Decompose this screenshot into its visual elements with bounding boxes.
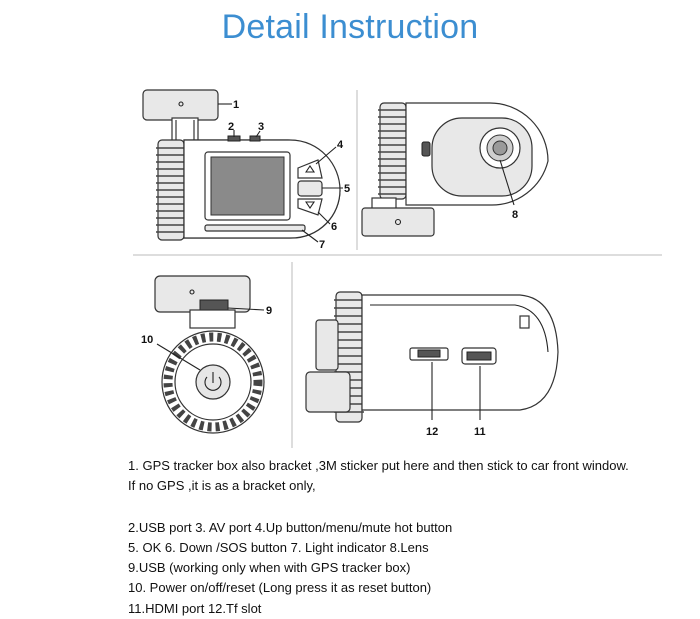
- callout-8: 8: [512, 209, 518, 221]
- callout-5: 5: [344, 183, 350, 195]
- callout-10: 10: [141, 334, 153, 346]
- callout-3: 3: [258, 121, 264, 133]
- description-line: If no GPS ,it is as a bracket only,: [128, 478, 316, 494]
- spacer: [128, 497, 688, 518]
- callout-11: 11: [474, 426, 486, 438]
- product-diagrams: 1 2 3 4 5 6 7 8: [133, 89, 662, 448]
- description-line: 1. GPS tracker box also bracket ,3M stic…: [128, 458, 629, 473]
- callout-9: 9: [266, 305, 272, 317]
- description-line: 9.USB (working only when with GPS tracke…: [128, 560, 411, 576]
- callout-1: 1: [233, 99, 239, 111]
- callout-7: 7: [319, 239, 325, 251]
- diagram-canvas: 1 2 3 4 5 6 7 8: [133, 89, 662, 448]
- description-line: 5. OK 6. Down /SOS button 7. Light indic…: [128, 539, 429, 555]
- side-view-power-diagram: 9 10: [141, 275, 272, 434]
- rear-view-diagram: 8: [361, 102, 549, 237]
- callout-2: 2: [228, 121, 234, 133]
- callout-12: 12: [426, 426, 438, 438]
- description-list: 1. GPS tracker box also bracket ,3M stic…: [128, 456, 688, 619]
- page-title: Detail Instruction: [221, 8, 479, 46]
- description-line: 11.HDMI port 12.Tf slot: [128, 600, 262, 616]
- front-view-diagram: 1 2 3 4 5 6 7: [142, 89, 350, 251]
- callout-6: 6: [331, 221, 337, 233]
- callout-4: 4: [337, 139, 344, 151]
- description-line: 2.USB port 3. AV port 4.Up button/menu/m…: [128, 519, 453, 535]
- description-line: 10. Power on/off/reset (Long press it as…: [128, 580, 432, 596]
- side-view-ports-diagram: 12 11: [305, 291, 559, 438]
